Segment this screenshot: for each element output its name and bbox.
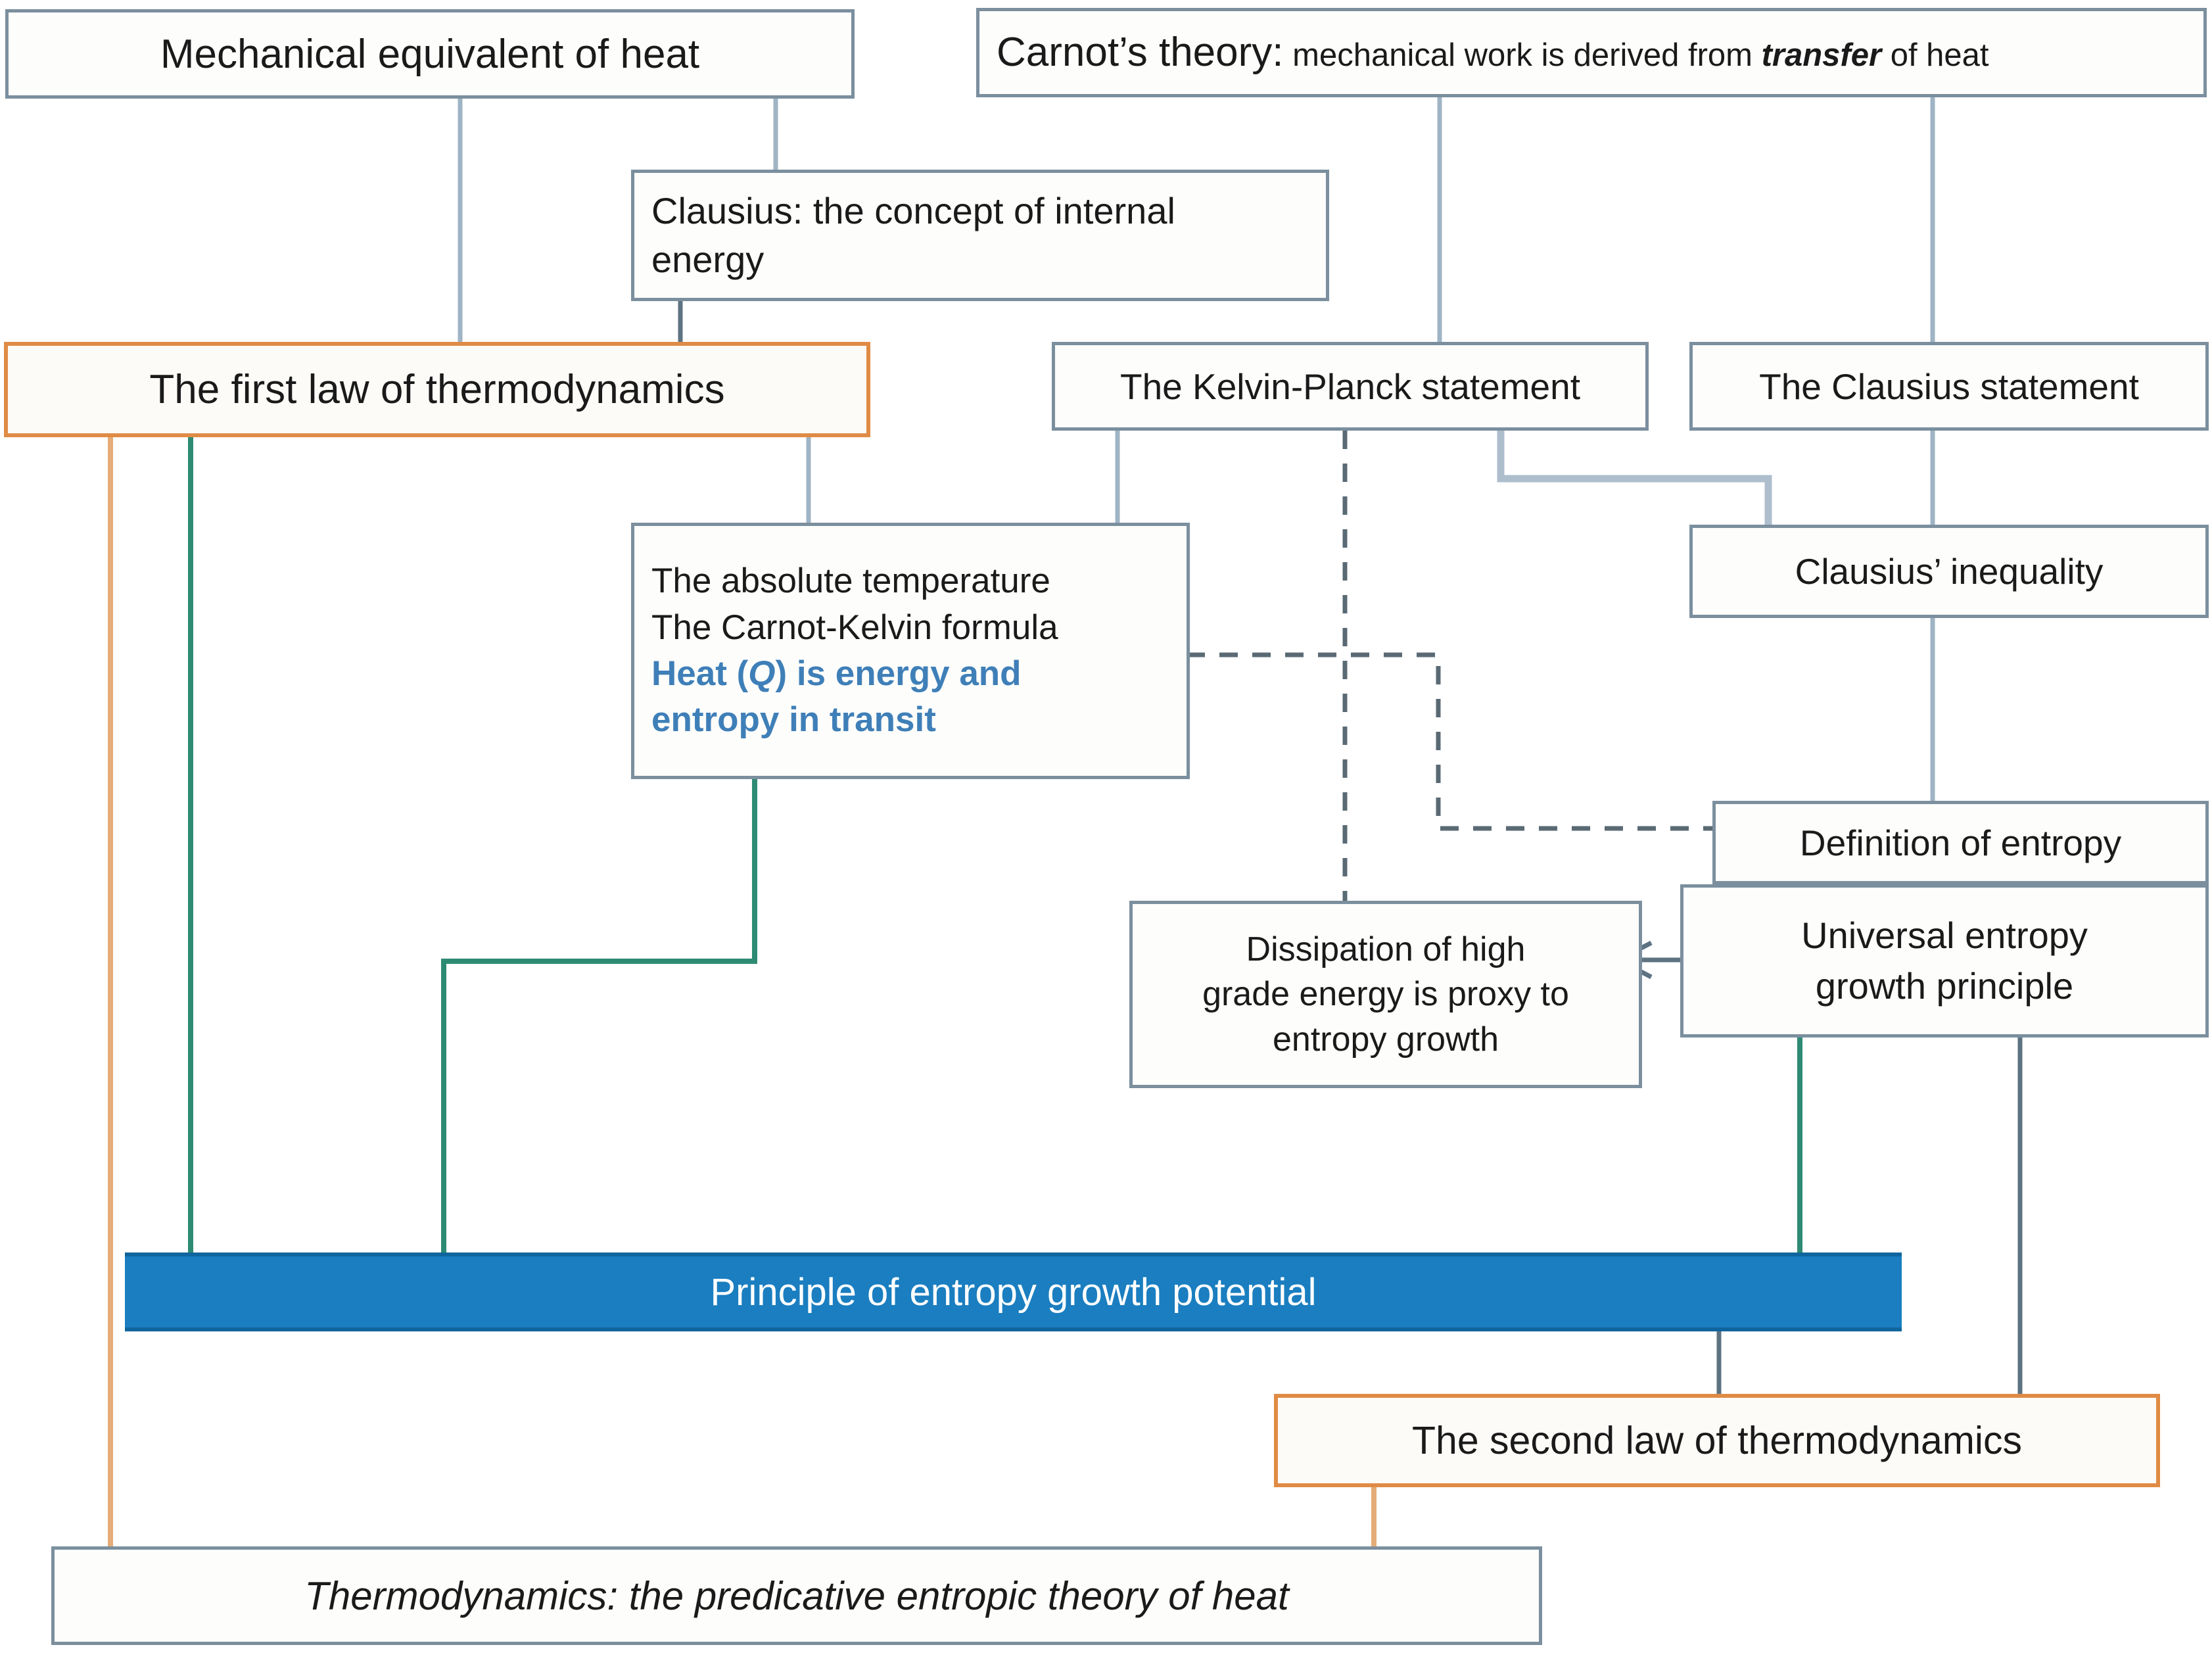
dissipation-line-2: grade energy is proxy to bbox=[1202, 975, 1569, 1014]
abstemp-heat-symbol: Q bbox=[748, 654, 776, 693]
carnot-emphasis: transfer bbox=[1761, 37, 1882, 73]
abstemp-heat-suffix: ) is energy and bbox=[775, 654, 1022, 693]
node-clausius-statement[interactable]: The Clausius statement bbox=[1689, 342, 2209, 431]
node-universal-entropy-growth[interactable]: Universal entropy growth principle bbox=[1680, 884, 2209, 1038]
node-entropy-growth-potential-label: Principle of entropy growth potential bbox=[710, 1270, 1317, 1314]
clausius-line-2: energy bbox=[651, 239, 765, 280]
clausius-line-1: Clausius: the concept of internal bbox=[651, 190, 1175, 232]
abstemp-line-4: entropy in transit bbox=[651, 700, 936, 740]
carnot-lead: Carnot’s theory: bbox=[997, 30, 1284, 75]
node-carnot-theory[interactable]: Carnot’s theory: mechanical work is deri… bbox=[976, 8, 2207, 97]
node-clausius-statement-label: The Clausius statement bbox=[1759, 366, 2139, 407]
node-absolute-temperature[interactable]: The absolute temperature The Carnot-Kelv… bbox=[631, 523, 1190, 779]
node-definition-of-entropy[interactable]: Definition of entropy bbox=[1712, 801, 2209, 884]
node-first-law-label: The first law of thermodynamics bbox=[149, 367, 725, 412]
abstemp-line-1: The absolute temperature bbox=[651, 561, 1050, 601]
carnot-rest-after: of heat bbox=[1881, 37, 1989, 73]
universal-line-2: growth principle bbox=[1815, 965, 2074, 1007]
wire-abstemp-to-bar bbox=[441, 779, 757, 1252]
node-clausius-inequality[interactable]: Clausius’ inequality bbox=[1689, 525, 2209, 618]
node-kelvin-planck[interactable]: The Kelvin-Planck statement bbox=[1052, 342, 1649, 431]
node-kelvin-planck-label: The Kelvin-Planck statement bbox=[1119, 366, 1581, 407]
abstemp-line-3: Heat (Q) is energy and bbox=[651, 651, 1169, 697]
node-first-law[interactable]: The first law of thermodynamics bbox=[4, 342, 870, 437]
node-dissipation-label: Dissipation of high grade energy is prox… bbox=[1133, 927, 1639, 1062]
node-thermodynamics-theory[interactable]: Thermodynamics: the predicative entropic… bbox=[51, 1546, 1542, 1645]
node-clausius-internal-energy-label: Clausius: the concept of internal energy bbox=[634, 187, 1326, 284]
node-second-law-label: The second law of thermodynamics bbox=[1411, 1419, 2023, 1462]
node-universal-entropy-growth-label: Universal entropy growth principle bbox=[1683, 911, 2205, 1011]
wire-dashed-abstemp-to-definition bbox=[1187, 652, 1712, 831]
abstemp-line-2: The Carnot-Kelvin formula bbox=[651, 608, 1058, 647]
node-dissipation[interactable]: Dissipation of high grade energy is prox… bbox=[1129, 901, 1642, 1088]
dissipation-line-1: Dissipation of high bbox=[1246, 930, 1526, 968]
node-clausius-internal-energy[interactable]: Clausius: the concept of internal energy bbox=[631, 170, 1329, 301]
universal-line-1: Universal entropy bbox=[1801, 915, 2088, 957]
node-definition-of-entropy-label: Definition of entropy bbox=[1799, 822, 2122, 863]
node-mechanical-equivalent[interactable]: Mechanical equivalent of heat bbox=[5, 9, 855, 99]
abstemp-heat-prefix: Heat ( bbox=[651, 654, 749, 693]
node-mechanical-equivalent-label: Mechanical equivalent of heat bbox=[160, 31, 700, 77]
node-clausius-inequality-label: Clausius’ inequality bbox=[1795, 551, 2104, 592]
node-carnot-theory-label: Carnot’s theory: mechanical work is deri… bbox=[979, 32, 2203, 73]
node-second-law[interactable]: The second law of thermodynamics bbox=[1274, 1394, 2160, 1487]
carnot-rest-before: mechanical work is derived from bbox=[1283, 37, 1762, 73]
node-absolute-temperature-label: The absolute temperature The Carnot-Kelv… bbox=[634, 558, 1187, 744]
dissipation-line-3: entropy growth bbox=[1273, 1020, 1499, 1059]
node-thermodynamics-theory-label: Thermodynamics: the predicative entropic… bbox=[304, 1573, 1289, 1618]
node-entropy-growth-potential[interactable]: Principle of entropy growth potential bbox=[125, 1252, 1902, 1331]
wire-kelvinplanck-to-inequality bbox=[1497, 431, 1772, 525]
